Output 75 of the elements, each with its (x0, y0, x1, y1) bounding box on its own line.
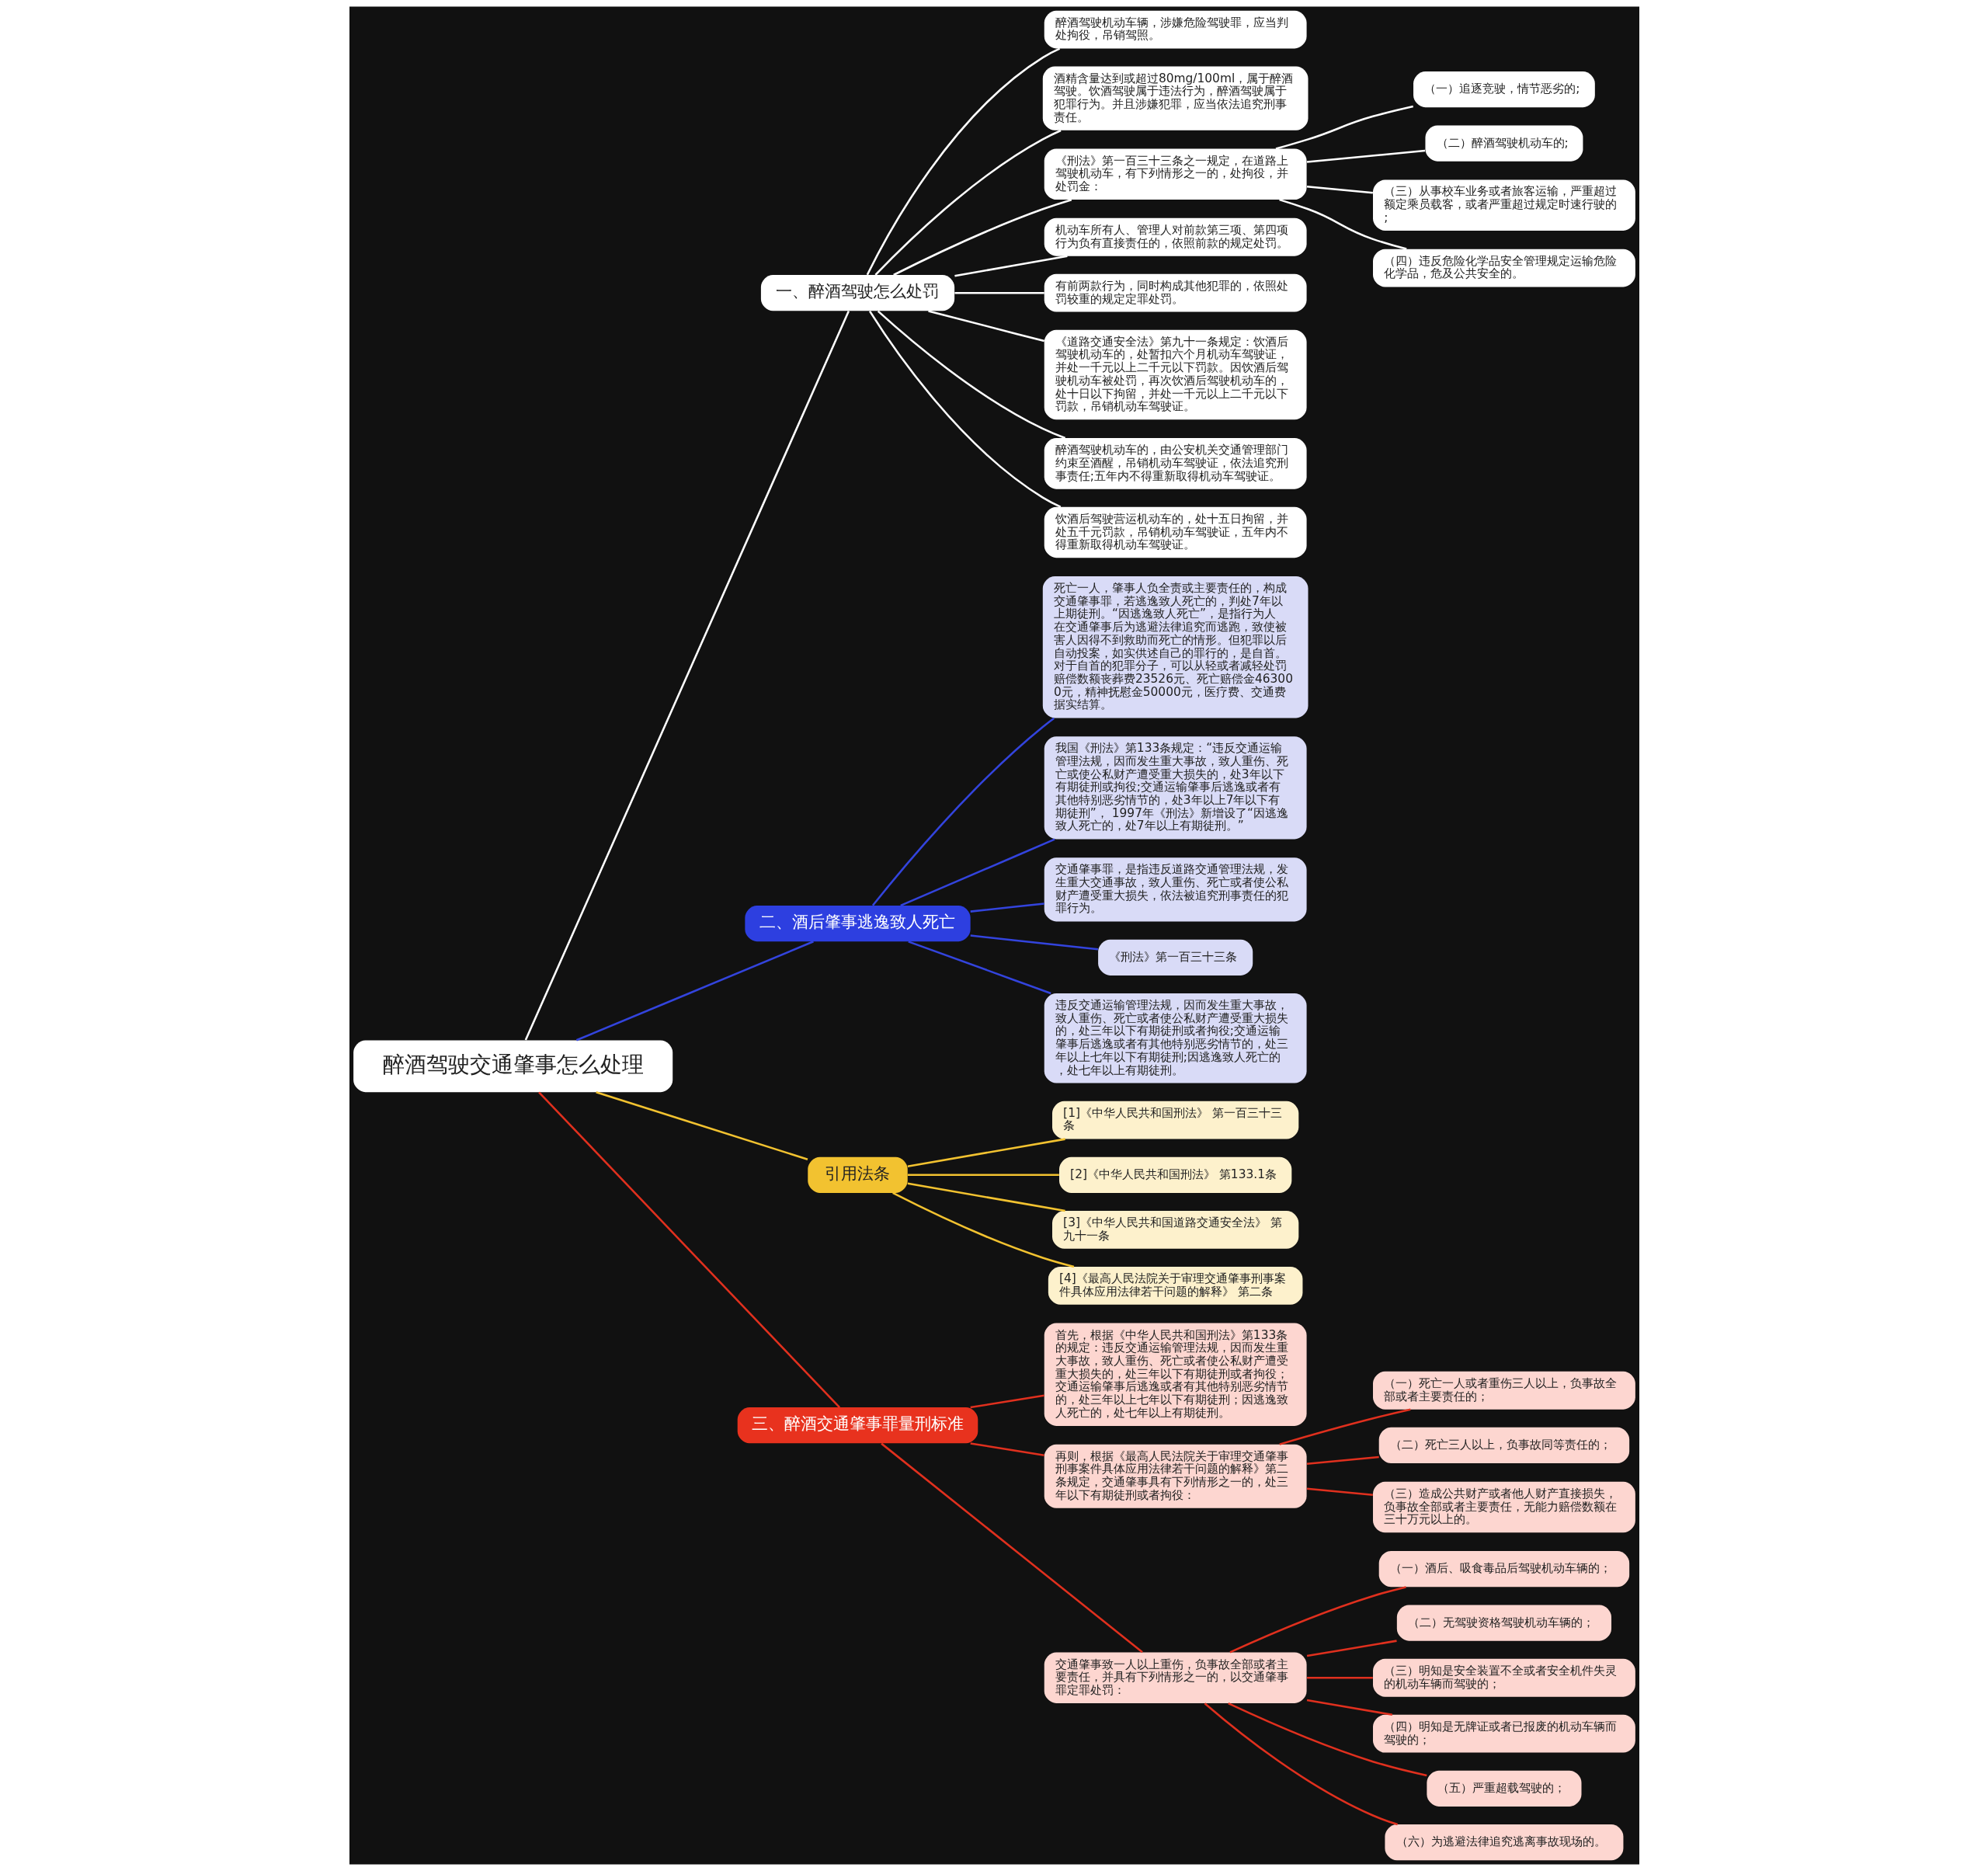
node-box: （三）造成公共财产或者他人财产直接损失，负事故全部或者主要责任，无能力赔偿数额在三十万元以上的。 (1372, 1481, 1635, 1533)
node-box: 醉酒驾驶交通肇事怎么处理 (353, 1040, 673, 1093)
connector (1306, 1640, 1397, 1657)
connector (891, 1191, 1074, 1268)
connector (1306, 1699, 1392, 1716)
node-box: 我国《刑法》第133条规定：“违反交通运输管理法规，因而发生重大事故，致人重伤、死亡或使公私财产遭受重大损失的，处3年以下有期徒刑或拘役;交通运输肇事后逃逸或者有其他特别恶劣情节的，处3年以上7年以下有期徒刑”， 1997年《刑法》新增设了“因逃逸致人死亡的，处7年以上有期徒刑。” (1044, 736, 1307, 840)
node-box: 《道路交通安全法》第九十一条规定：饮酒后驾驶机动车的，处暂扣六个月机动车驾驶证，并处一千元以上二千元以下罚款。因饮酒后驾驶机动车被处罚，再次饮酒后驾驶机动车的，处十日以下拘留，并处一千元以上二千元以下罚款，吊销机动车驾驶证。 (1044, 329, 1307, 420)
node-box: （一）酒后、吸食毒品后驾驶机动车辆的； (1378, 1551, 1629, 1588)
node-box: 《刑法》第一百三十三条 (1097, 939, 1253, 975)
node-box: 机动车所有人、管理人对前款第三项、第四项行为负有直接责任的，依照前款的规定处罚。 (1044, 217, 1307, 256)
node-box: （三）明知是安全装置不全或者安全机件失灵的机动车辆而驾驶的； (1372, 1658, 1635, 1697)
node-box: 二、酒后肇事逃逸致人死亡 (744, 905, 971, 942)
connector (970, 1442, 1044, 1456)
node-box: 引用法条 (807, 1156, 908, 1193)
connector (1229, 1586, 1406, 1654)
connector (970, 902, 1044, 913)
connector (970, 1394, 1044, 1409)
connector (954, 291, 1044, 294)
node-box: 一、醉酒驾驶怎么处罚 (760, 275, 954, 311)
connector (907, 941, 1051, 995)
node-box: （二）无驾驶资格驾驶机动车辆的； (1396, 1605, 1611, 1641)
node-box: （二）死亡三人以上，负事故同等责任的； (1378, 1427, 1629, 1464)
node-box: [2]《中华人民共和国刑法》 第133.1条 (1058, 1156, 1291, 1193)
connector (871, 717, 1055, 906)
node-box: （二）醉酒驾驶机动车的; (1424, 125, 1583, 162)
connector (907, 1182, 1065, 1212)
connector (907, 1138, 1065, 1168)
node-box: 三、醉酒交通肇事罪量刑标准 (737, 1407, 978, 1444)
node-box: （一）追逐竞驶，情节恶劣的; (1413, 71, 1595, 108)
node-box: [1]《中华人民共和国刑法》 第一百三十三条 (1051, 1101, 1298, 1139)
node-box: 《刑法》第一百三十三条之一规定，在道路上驾驶机动车，有下列情形之一的，处拘役，并处罚金： (1044, 148, 1307, 200)
connector (1278, 198, 1407, 250)
connector (575, 941, 814, 1042)
connector (1227, 1702, 1427, 1777)
node-box: （三）从事校车业务或者旅客运输，严重超过额定乘员载客，或者严重超过规定时速行驶的; (1372, 179, 1635, 231)
connector (595, 1091, 808, 1160)
node-box: 醉酒驾驶机动车的，由公安机关交通管理部门约束至酒醒，吊销机动车驾驶证，依法追究刑事责任;五年内不得重新取得机动车驾驶证。 (1044, 438, 1307, 489)
connector (1306, 186, 1373, 194)
connector (1306, 1487, 1373, 1496)
node-box: （五）严重超载驾驶的； (1426, 1770, 1581, 1807)
node-box: 死亡一人，肇事人负全责或主要责任的，构成交通肇事罪，若逃逸致人死亡的，判处7年以上期徒刑。“因逃逸致人死亡”，是指行为人在交通肇事后为逃避法律追究而逃跑，致使被害人因得不到救助而死亡的情形。但犯罪以后自动投案，如实供述自己的罪行的，是自首。对于自首的犯罪分子，可以从轻或者减轻处罚赔偿数额丧葬费23526元、死亡赔偿金463000元，精神抚慰金50000元，医疗费、交通费据实结算。 (1042, 576, 1308, 718)
connector (927, 310, 1044, 343)
connector (892, 198, 1072, 276)
connector (866, 47, 1060, 276)
connector (1306, 149, 1425, 163)
node-box: （四）违反危险化学品安全管理规定运输危险化学品，危及公共安全的。 (1372, 249, 1635, 287)
node-box: 首先，根据《中华人民共和国刑法》第133条的规定：违反交通运输管理法规，因而发生重大事故，致人重伤、死亡或者使公私财产遭受重大损失的，处三年以下有期徒刑或者拘役；交通运输肇事后逃逸或者有其他特别恶劣情节的，处三年以上七年以下有期徒刑；因逃逸致人死亡的，处七年以上有期徒刑。 (1044, 1323, 1307, 1426)
connector (970, 934, 1098, 951)
connector (1306, 1676, 1373, 1679)
connector (537, 1091, 840, 1408)
node-box: 有前两款行为，同时构成其他犯罪的，依照处罚较重的规定定罪处罚。 (1044, 273, 1307, 312)
connector (899, 838, 1055, 907)
node-box: 违反交通运输管理法规，因而发生重大事故，致人重伤、死亡或者使公私财产遭受重大损失的，处三年以下有期徒刑或者拘役;交通运输肇事后逃逸或者有其他特别恶劣情节的，处三年以上七年以下有期徒刑;因逃逸致人死亡的，处七年以上有期徒刑。 (1044, 993, 1307, 1083)
node-box: 酒精含量达到或超过80mg/100ml，属于醉酒驾驶。饮酒驾驶属于违法行为，醉酒驾驶属于犯罪行为。并且涉嫌犯罪，应当依法追究刑事责任。 (1042, 66, 1308, 130)
node-box: [4]《最高人民法院关于审理交通肇事刑事案件具体应用法律若干问题的解释》 第二条 (1048, 1267, 1302, 1305)
node-box: [3]《中华人民共和国道路交通安全法》 第九十一条 (1051, 1211, 1298, 1249)
connector (877, 310, 1065, 440)
connector (954, 255, 1068, 277)
connector (868, 311, 1061, 508)
node-box: 交通肇事致一人以上重伤，负事故全部或者主要责任，并具有下列情形之一的，以交通肇事罪定罪处罚： (1044, 1652, 1307, 1703)
node-box: （一）死亡一人或者重伤三人以上，负事故全部或者主要责任的； (1372, 1371, 1635, 1410)
node-box: （四）明知是无牌证或者已报废的机动车辆而驾驶的； (1372, 1714, 1635, 1753)
node-box: 饮酒后驾驶营运机动车的，处十五日拘留，并处五千元罚款，吊销机动车驾驶证，五年内不得重新取得机动车驾驶证。 (1044, 506, 1307, 558)
connector (1278, 1408, 1411, 1445)
connector (1275, 105, 1413, 150)
node-box: 醉酒驾驶机动车辆，涉嫌危险驾驶罪，应当判处拘役，吊销驾照。 (1044, 10, 1307, 49)
connector (1204, 1702, 1398, 1826)
connector (1306, 1455, 1379, 1466)
connector (874, 129, 1062, 276)
connector (880, 1442, 1143, 1654)
node-box: 再则，根据《最高人民法院关于审理交通肇事刑事案件具体应用法律若干问题的解释》第二条规定，交通肇事具有下列情形之一的，处三年以下有期徒刑或者拘役： (1044, 1444, 1307, 1508)
node-box: （六）为逃避法律追究逃离事故现场的。 (1384, 1824, 1623, 1861)
connector (524, 311, 850, 1041)
node-box: 交通肇事罪，是指违反道路交通管理法规，发生重大交通事故，致人重伤、死亡或者使公私财产遭受重大损失，依法被追究刑事责任的犯罪行为。 (1044, 857, 1307, 922)
connector (907, 1174, 1059, 1177)
